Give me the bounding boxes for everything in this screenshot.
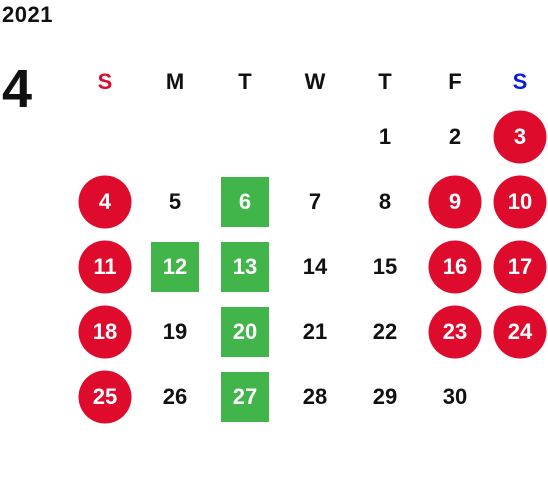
day-number: 7 [308,188,322,214]
day-cell-28[interactable]: 28 [280,364,350,429]
day-number: 20 [232,318,258,344]
day-cell-8[interactable]: 8 [350,169,420,234]
day-number: 24 [507,318,533,344]
day-cell-30[interactable]: 30 [420,364,490,429]
calendar-week-4: 18 19 20 21 22 23 24 [70,299,548,364]
day-number: 15 [372,253,398,279]
day-cell-empty [70,104,140,169]
weekday-fri: F [448,69,462,94]
day-cell-empty [140,104,210,169]
day-number: 1 [378,123,392,149]
day-number: 4 [98,188,112,214]
day-cell-27[interactable]: 27 [210,364,280,429]
day-cell-4[interactable]: 4 [70,169,140,234]
day-cell-24[interactable]: 24 [490,299,548,364]
day-cell-26[interactable]: 26 [140,364,210,429]
day-cell-12[interactable]: 12 [140,234,210,299]
day-cell-7[interactable]: 7 [280,169,350,234]
day-number: 21 [302,318,328,344]
day-number: 23 [442,318,468,344]
day-cell-15[interactable]: 15 [350,234,420,299]
day-cell-1[interactable]: 1 [350,104,420,169]
day-cell-14[interactable]: 14 [280,234,350,299]
day-cell-empty [210,104,280,169]
day-cell-empty [490,364,548,429]
day-number: 13 [232,253,258,279]
day-cell-18[interactable]: 18 [70,299,140,364]
day-cell-3[interactable]: 3 [490,104,548,169]
day-number: 9 [448,188,462,214]
day-number: 30 [442,383,468,409]
weekday-mon: M [165,69,185,94]
day-number: 28 [302,383,328,409]
day-cell-19[interactable]: 19 [140,299,210,364]
day-cell-13[interactable]: 13 [210,234,280,299]
day-number: 12 [162,253,188,279]
weekday-header: S M T W T F S [70,60,548,104]
calendar-week-3: 11 12 13 14 15 16 17 [70,234,548,299]
day-cell-23[interactable]: 23 [420,299,490,364]
day-cell-2[interactable]: 2 [420,104,490,169]
day-number: 27 [232,383,258,409]
weekday-tue: T [238,69,252,94]
day-number: 22 [372,318,398,344]
day-cell-9[interactable]: 9 [420,169,490,234]
day-cell-16[interactable]: 16 [420,234,490,299]
weekday-thu: T [378,69,392,94]
day-cell-10[interactable]: 10 [490,169,548,234]
day-number: 29 [372,383,398,409]
weekday-sat: S [512,69,528,94]
day-cell-29[interactable]: 29 [350,364,420,429]
day-number: 3 [513,123,527,149]
day-number: 10 [507,188,533,214]
day-cell-17[interactable]: 17 [490,234,548,299]
month-number: 4 [2,59,33,119]
day-number: 11 [93,253,117,279]
day-cell-11[interactable]: 11 [70,234,140,299]
day-number: 26 [162,383,188,409]
day-number: 25 [92,383,118,409]
year-label: 2021 [2,2,53,27]
day-number: 19 [162,318,188,344]
day-number: 2 [448,123,462,149]
day-number: 16 [442,253,468,279]
calendar-week-2: 4 5 6 7 8 9 10 [70,169,548,234]
day-cell-5[interactable]: 5 [140,169,210,234]
day-cell-6[interactable]: 6 [210,169,280,234]
day-number: 8 [378,188,392,214]
day-number: 17 [507,253,533,279]
calendar-week-5: 25 26 27 28 29 30 [70,364,548,429]
day-cell-empty [280,104,350,169]
day-cell-22[interactable]: 22 [350,299,420,364]
day-cell-20[interactable]: 20 [210,299,280,364]
day-number: 5 [168,188,182,214]
day-number: 18 [92,318,118,344]
calendar-week-1: 1 2 3 [70,104,548,169]
weekday-sun: S [97,69,113,94]
day-number: 6 [238,188,252,214]
day-number: 14 [302,253,328,279]
day-cell-25[interactable]: 25 [70,364,140,429]
weekday-wed: W [304,69,326,94]
day-cell-21[interactable]: 21 [280,299,350,364]
